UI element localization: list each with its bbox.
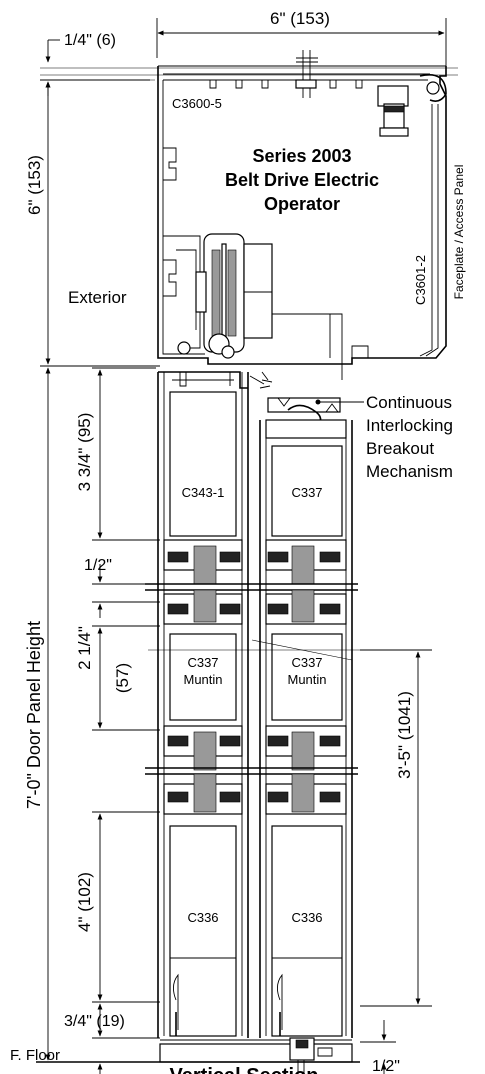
faceplate-profile-label: C3601-2 xyxy=(413,255,428,305)
top-offset-label: 1/4" (6) xyxy=(64,32,116,49)
top-width-label: 6" (153) xyxy=(270,9,330,28)
muntin-gap-label: 1/2" xyxy=(84,557,112,574)
header-height-dimension xyxy=(40,79,160,367)
door-panel-height-label: 7'-0" Door Panel Height xyxy=(24,621,44,809)
muntin-height-label: 2 1/4" xyxy=(75,626,94,670)
footer-title: Vertical Section xyxy=(170,1065,319,1074)
left-dimension-chains xyxy=(36,367,360,1074)
operator-title-line2: Belt Drive Electric xyxy=(225,170,379,190)
faceplate-label: Faceplate / Access Panel xyxy=(452,165,466,300)
muntin-mm-label: (57) xyxy=(113,663,132,693)
muntin-center-height-label: 3'-5" (1041) xyxy=(395,691,414,779)
floor-label: F. Floor xyxy=(10,1047,60,1064)
exterior-label: Exterior xyxy=(68,288,127,307)
bottom-rail-right-label: C336 xyxy=(291,910,322,925)
muntin-block-bottom xyxy=(163,773,347,815)
muntin-block-top xyxy=(163,539,347,585)
muntin-right-label-2: Muntin xyxy=(287,672,326,687)
bottom-rail-left-label: C336 xyxy=(187,910,218,925)
top-rail-dim-label: 3 3/4" (95) xyxy=(75,413,94,492)
breakout-line2: Interlocking xyxy=(366,416,453,435)
operator-title-line1: Series 2003 xyxy=(252,146,351,166)
top-dimensions xyxy=(40,18,458,96)
top-rail-right-label: C337 xyxy=(291,485,322,500)
floor-gap-label: 1/2" xyxy=(372,1058,400,1074)
muntin-right-label-1: C337 xyxy=(291,655,322,670)
muntin-left-label-2: Muntin xyxy=(183,672,222,687)
header-height-label: 6" (153) xyxy=(25,155,44,215)
muntin-left-label-1: C337 xyxy=(187,655,218,670)
bottom-rail-dim-label: 4" (102) xyxy=(75,872,94,932)
top-rail-left-label: C343-1 xyxy=(182,485,225,500)
header-profile-label: C3600-5 xyxy=(172,96,222,111)
muntin-block-upper-mid xyxy=(163,589,347,625)
bottom-gap-label: 3/4" (19) xyxy=(64,1013,125,1030)
right-dimension xyxy=(360,649,432,1074)
breakout-mechanism xyxy=(249,371,364,427)
breakout-line4: Mechanism xyxy=(366,462,453,481)
muntin-block-lower-mid xyxy=(163,725,347,771)
operator-header xyxy=(157,50,447,380)
breakout-line3: Breakout xyxy=(366,439,434,458)
operator-title-line3: Operator xyxy=(264,194,340,214)
breakout-line1: Continuous xyxy=(366,393,452,412)
door-panels xyxy=(145,371,430,1074)
